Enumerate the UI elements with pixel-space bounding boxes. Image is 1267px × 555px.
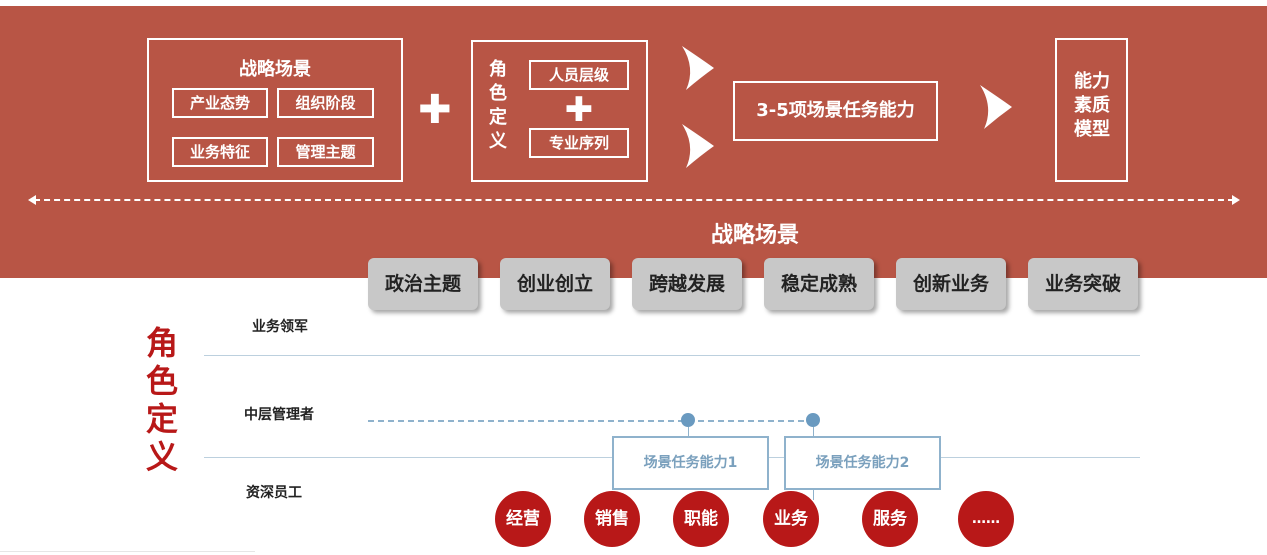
function-circle: 业务 [763, 491, 819, 547]
role-box-vertical-label: 角色定义 [489, 59, 507, 152]
function-circle: 服务 [862, 491, 918, 547]
plus-icon: ✚ [564, 90, 594, 130]
strategy-tag: 业务特征 [172, 137, 268, 167]
plus-icon: ✚ [418, 87, 452, 133]
scene-button[interactable]: 业务突破 [1028, 258, 1138, 310]
scene-button[interactable]: 跨越发展 [632, 258, 742, 310]
footer-rule [0, 551, 255, 552]
model-box-label: 能力素质模型 [1074, 71, 1110, 140]
role-box [471, 40, 648, 182]
function-circle: 销售 [584, 491, 640, 547]
capability-box: 3-5项场景任务能力 [733, 81, 938, 141]
strategy-box-title: 战略场景 [239, 59, 311, 80]
function-circle: …… [958, 491, 1014, 547]
chevron-right-icon [978, 83, 1014, 131]
role-level-label: 中层管理者 [244, 407, 314, 423]
role-level-label: 资深员工 [246, 485, 302, 501]
model-box [1055, 38, 1128, 182]
role-tag-bottom: 专业序列 [529, 128, 629, 158]
connector-stem [688, 427, 689, 437]
connector-dot [681, 413, 695, 427]
scene-button[interactable]: 创业创立 [500, 258, 610, 310]
capability-card: 场景任务能力1 [612, 436, 769, 490]
arrow-right-icon [1232, 195, 1240, 205]
connector-stem [813, 427, 814, 437]
connector-dashed-line [368, 420, 814, 422]
strategy-tag: 组织阶段 [277, 88, 374, 118]
chevron-right-icon [680, 122, 716, 170]
level-divider [204, 355, 1140, 356]
function-circle: 经营 [495, 491, 551, 547]
scene-button[interactable]: 创新业务 [896, 258, 1006, 310]
role-tag-top: 人员层级 [529, 60, 629, 90]
strategy-tag: 管理主题 [277, 137, 374, 167]
scene-button[interactable]: 政治主题 [368, 258, 478, 310]
role-level-label: 业务领军 [252, 319, 308, 335]
dashed-divider [34, 199, 1234, 201]
strategy-tag: 产业态势 [172, 88, 268, 118]
function-circle: 职能 [673, 491, 729, 547]
arrow-left-icon [28, 195, 36, 205]
scene-button[interactable]: 稳定成熟 [764, 258, 874, 310]
role-definition-title: 角色定义 [145, 324, 178, 476]
strategy-box [147, 38, 403, 182]
scene-heading: 战略场景 [710, 223, 799, 248]
connector-stem [813, 490, 814, 500]
chevron-right-icon [680, 44, 716, 92]
connector-dot [806, 413, 820, 427]
capability-card: 场景任务能力2 [784, 436, 941, 490]
